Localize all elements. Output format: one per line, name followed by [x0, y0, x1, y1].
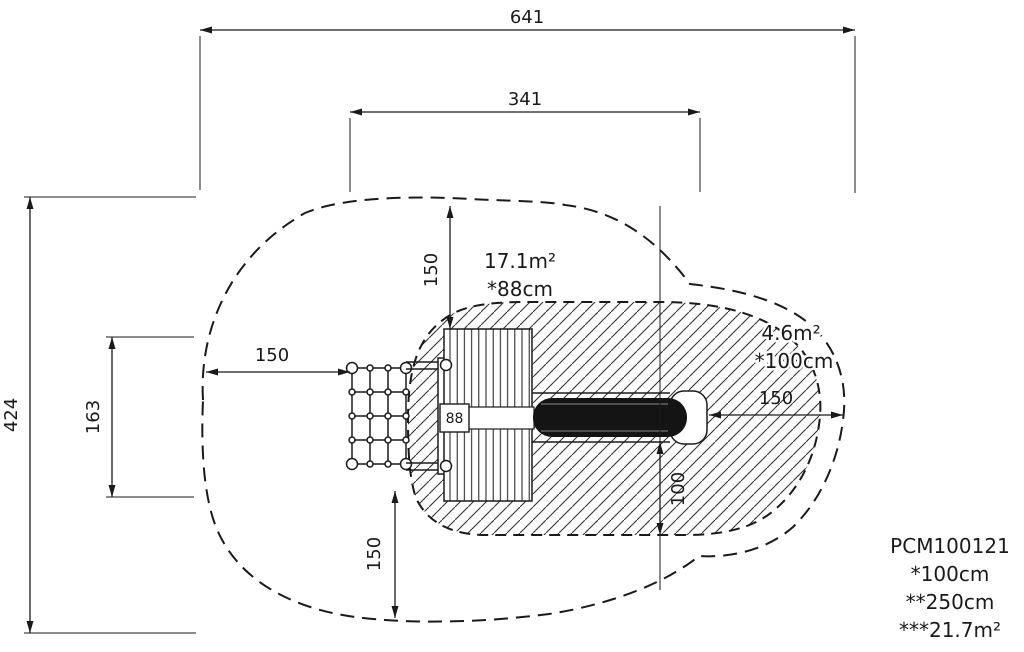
platform-height-tag: 88	[439, 403, 470, 433]
slide-bed	[533, 398, 687, 437]
platform-post	[439, 459, 453, 473]
dim-clearance-right-value: 150	[759, 388, 793, 409]
slide	[465, 390, 708, 445]
dimension-clearance-slide: 100	[656, 206, 689, 590]
slide-zone-fall-height: *100cm	[755, 349, 834, 373]
dimension-equipment-depth: 163	[83, 336, 194, 498]
dimension-overall-width: 641	[199, 7, 856, 193]
dim-equipment-depth-value: 163	[83, 400, 104, 434]
dim-clearance-left-value: 150	[255, 345, 289, 366]
platform-height-value: 88	[446, 411, 464, 427]
main-zone-area: 17.1m²	[484, 249, 556, 273]
dimension-equipment-width: 341	[349, 89, 701, 192]
slide-zone-area: 4.6m²	[761, 321, 820, 345]
dim-clearance-slide-value: 100	[668, 472, 689, 506]
dimension-clearance-left: 150	[206, 345, 350, 376]
dim-clearance-top-value: 150	[421, 253, 442, 287]
product-code: PCM100121	[890, 534, 1010, 558]
legend-block: PCM100121 *100cm **250cm ***21.7m²	[890, 534, 1010, 642]
dim-overall-depth-value: 424	[1, 398, 22, 432]
outer-safety-zone-outline	[201, 196, 846, 623]
dimension-clearance-top: 150	[421, 206, 454, 329]
legend-fall-height: *100cm	[911, 562, 990, 586]
dim-equipment-width-value: 341	[508, 89, 542, 110]
climbing-net	[345, 361, 413, 471]
legend-equipment-height: **250cm	[906, 590, 995, 614]
dim-clearance-bottom-value: 150	[364, 537, 385, 571]
dimension-overall-depth: 424	[1, 196, 196, 634]
dimension-clearance-right: 150	[709, 388, 843, 419]
main-zone-fall-height: *88cm	[487, 277, 553, 301]
platform-post	[439, 358, 453, 372]
slide-entrance	[465, 406, 535, 430]
dim-overall-width-value: 641	[510, 7, 544, 28]
slide-zone-label: 4.6m² *100cm	[752, 319, 836, 376]
main-zone-label: 17.1m² *88cm	[481, 247, 558, 304]
dimension-clearance-bottom: 150	[364, 491, 399, 618]
legend-total-area: ***21.7m²	[899, 618, 1001, 642]
